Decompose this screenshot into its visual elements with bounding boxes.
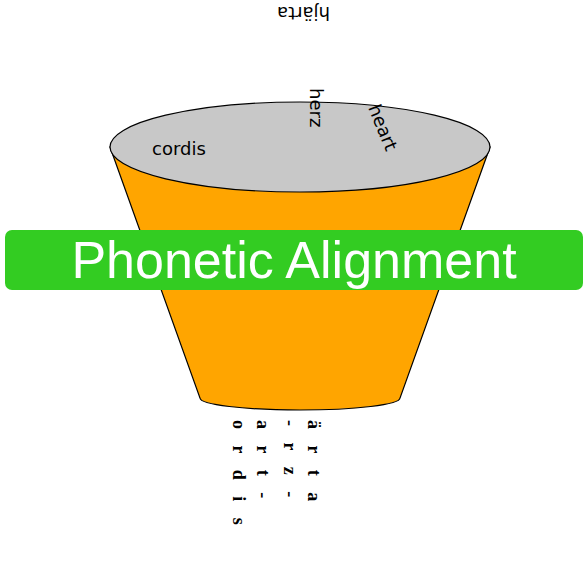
alignment-row: - r z - [281, 420, 299, 503]
alignment-row: o r d i s [230, 420, 248, 531]
alignment-row: a r t - [254, 420, 272, 504]
funnel-top [110, 102, 490, 192]
alignment-row: ä r t a [305, 420, 323, 507]
banner-text: Phonetic Alignment [71, 234, 516, 286]
title-banner: Phonetic Alignment [5, 230, 583, 290]
word-label: herz [307, 88, 325, 127]
word-label: cordis [152, 140, 206, 158]
word-label: hjärta [277, 4, 330, 22]
